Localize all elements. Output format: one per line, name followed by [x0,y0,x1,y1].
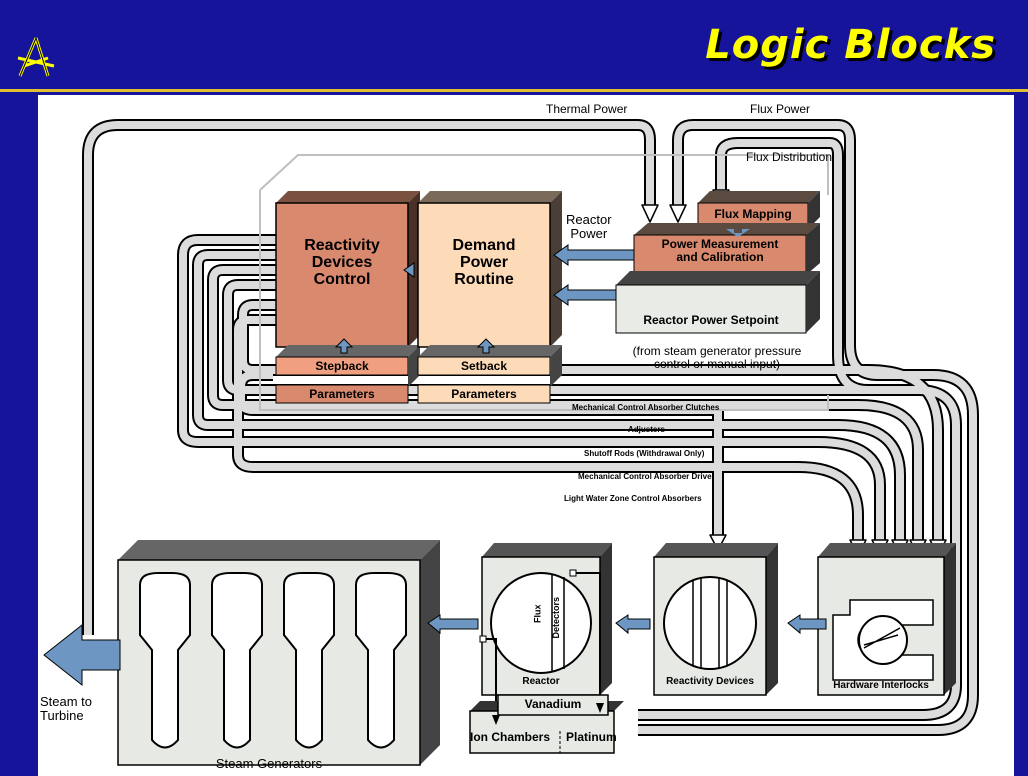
label-parameters-right: Parameters [451,387,517,401]
label-detectors: Detectors [551,596,562,639]
diagram-panel: Thermal Power Flux Power Flux Distributi… [38,95,1014,776]
label-stepback: Stepback [315,359,369,373]
hardware-interlocks-block [817,543,956,696]
label-platinum: Platinum [566,730,617,744]
label-demand-power-routine: Demand Power Routine [452,237,516,288]
label-hardware-interlocks: Hardware Interlocks [833,680,929,691]
detector-block [469,694,624,754]
label-reactivity-devices: Reactivity Devices [666,676,754,687]
aecl-logo [14,36,58,80]
label-setback: Setback [460,359,508,373]
label-steam-to-turbine: Steam to Turbine [40,694,93,723]
device-arrows [427,614,827,635]
label-mcad: Mechanical Control Absorber Drive [578,472,712,481]
label-flux-distribution: Flux Distribution [746,150,833,164]
label-adjusters: Adjusters [628,425,665,434]
steam-generators-block [117,540,440,766]
reactor-block [479,543,612,705]
signal-pipes [82,119,979,736]
label-setpoint-note: (from steam generator pressure control o… [632,344,802,371]
title-rule [0,89,1028,92]
reactivity-devices-block [653,543,778,696]
label-shutoff-rods: Shutoff Rods (Withdrawal Only) [584,449,705,458]
label-reactivity-devices-control: Reactivity Devices Control [304,237,380,288]
power-measurement-block [633,223,820,276]
label-power-measurement: Power Measurement and Calibration [661,237,779,264]
label-reactor: Reactor [522,676,560,687]
label-reactor-power-setpoint: Reactor Power Setpoint [643,313,779,327]
steam-outlet-arrow [43,623,121,687]
reactor-power-setpoint-block [615,271,820,334]
reactivity-devices-control-block [275,191,420,404]
label-parameters-left: Parameters [309,387,375,401]
label-flux-power: Flux Power [750,102,811,116]
diagram-svg [43,119,979,766]
page-title: Logic Blocks [705,22,996,68]
label-flux: Flux [532,604,543,623]
label-reactor-power: Reactor Power [566,212,612,241]
label-ion-chambers: Ion Chambers [470,730,551,744]
label-mcac: Mechanical Control Absorber Clutches [572,403,720,412]
logic-enclosure [259,154,829,411]
label-vanadium: Vanadium [524,697,582,711]
demand-power-routine-block [417,191,562,404]
label-thermal-power: Thermal Power [546,102,628,116]
label-lwzca: Light Water Zone Control Absorbers [564,494,702,503]
label-steam-generators: Steam Generators [215,756,323,771]
label-flux-mapping: Flux Mapping [714,207,792,221]
